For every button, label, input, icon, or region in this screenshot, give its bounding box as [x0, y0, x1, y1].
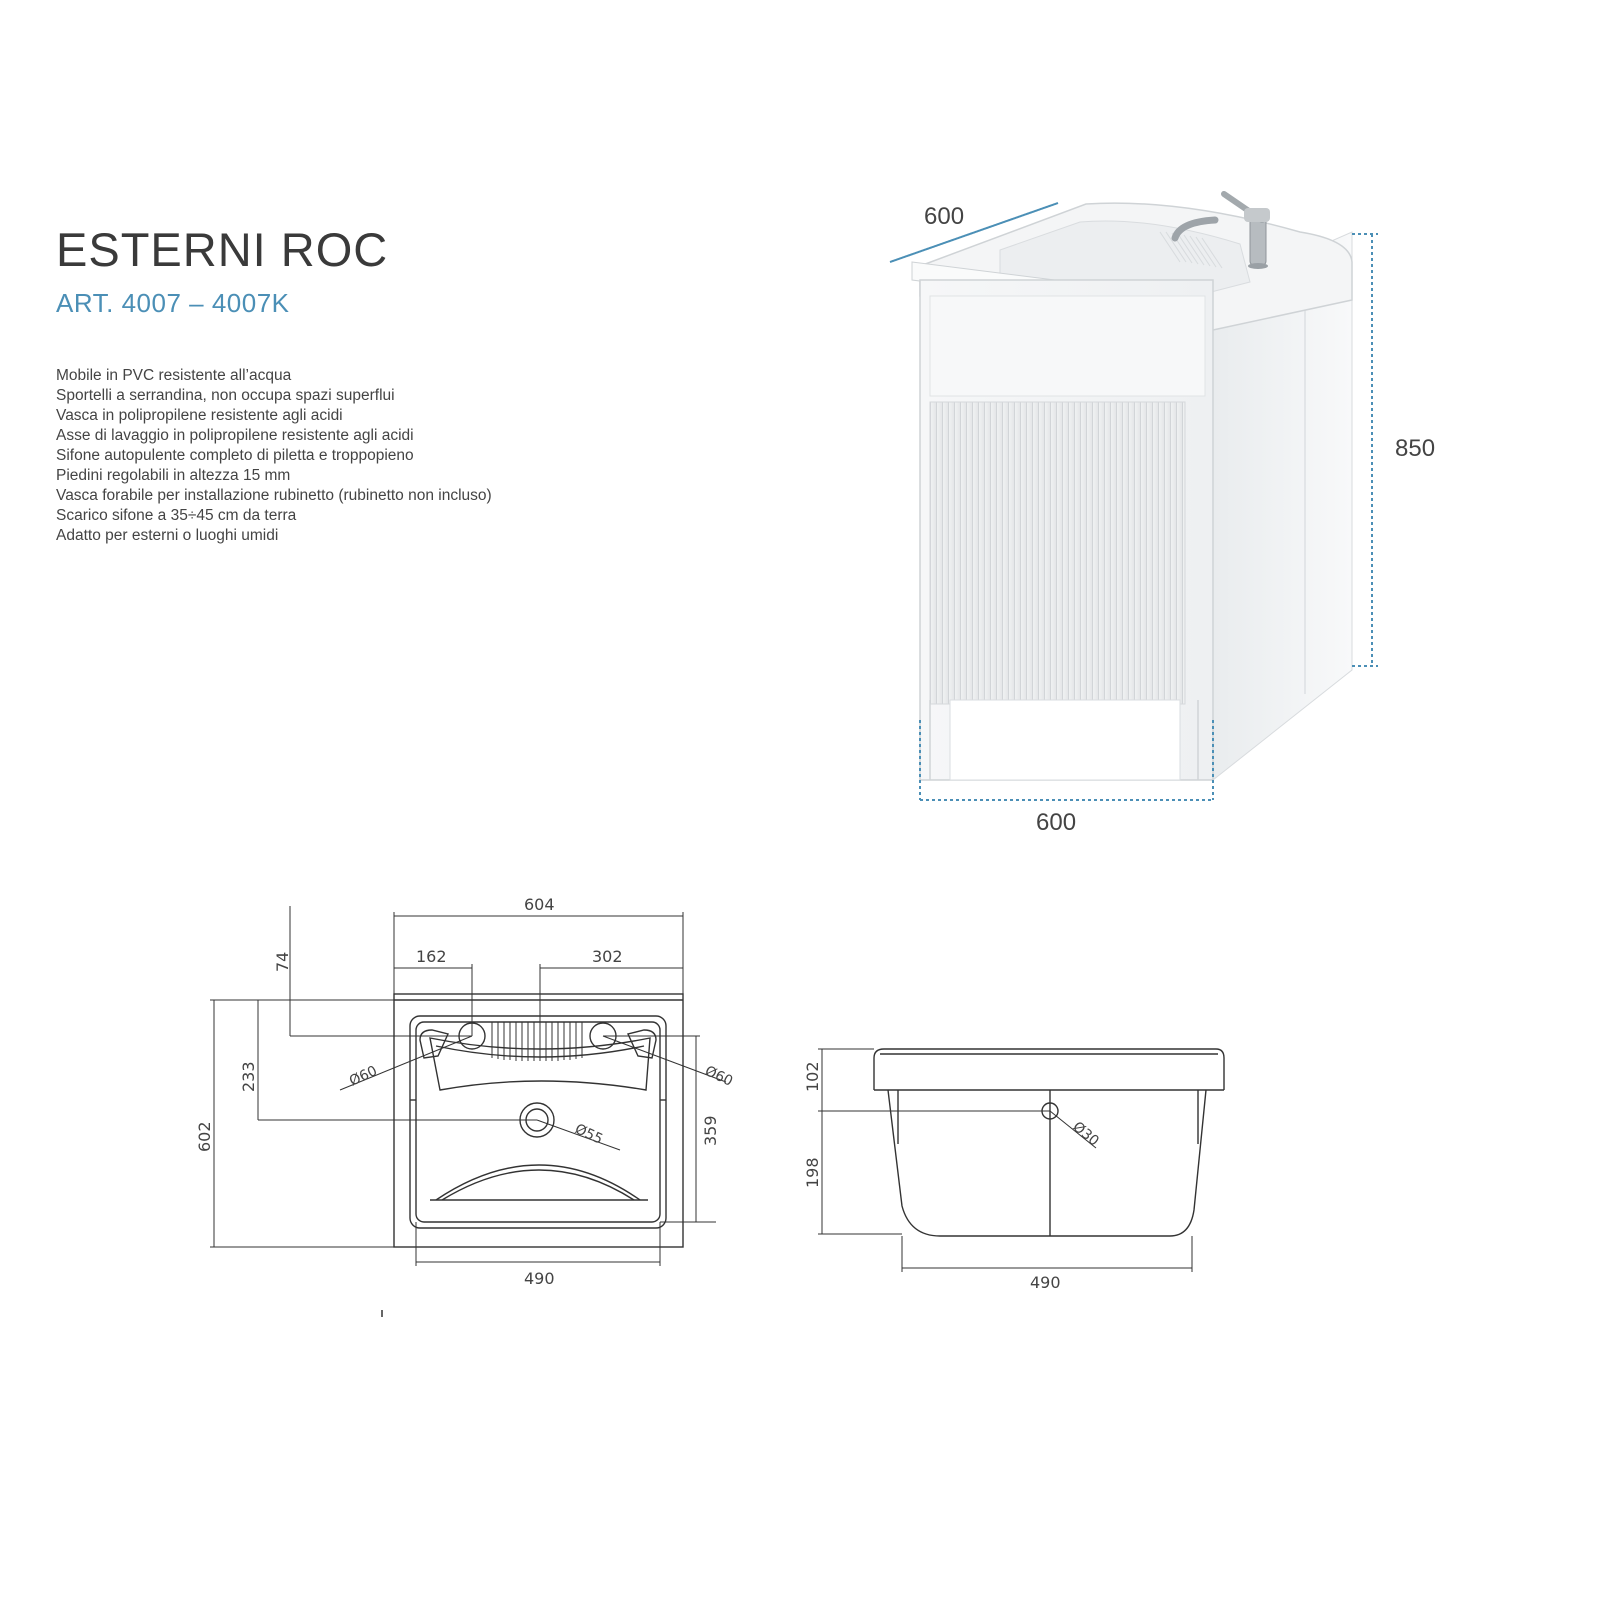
- feature-item: Piedini regolabili in altezza 15 mm: [56, 467, 291, 484]
- roller-shutter: [929, 401, 1186, 705]
- article-number: ART. 4007 – 4007K: [56, 288, 290, 318]
- feature-item: Sportelli a serrandina, non occupa spazi…: [56, 387, 395, 404]
- dim-side-width: 490: [1030, 1273, 1061, 1292]
- faucet: [1171, 191, 1270, 269]
- side-view-outline: [873, 1048, 1225, 1237]
- feature-item: Mobile in PVC resistente all’acqua: [56, 367, 292, 384]
- cabinet-height-label: 850: [1395, 435, 1435, 462]
- dim-bottom-height: 198: [803, 1157, 822, 1188]
- cabinet-front: [919, 279, 1214, 781]
- top-view-dimension-labels: 604 162 302 74 233 602 359 490 Ø60 Ø60 Ø…: [195, 895, 735, 1288]
- dim-basin-depth: 359: [701, 1115, 720, 1146]
- dim-top-height: 102: [803, 1061, 822, 1092]
- dim-basin-width: 490: [524, 1269, 555, 1288]
- product-title: ESTERNI ROC: [56, 223, 389, 276]
- cabinet-depth-label: 600: [924, 203, 964, 230]
- feature-item: Asse di lavaggio in polipropilene resist…: [56, 427, 414, 444]
- dim-drain-offset: 233: [239, 1061, 258, 1092]
- cabinet-dimension-lines: [889, 202, 1378, 801]
- feature-item: Scarico sifone a 35÷45 cm da terra: [56, 507, 297, 524]
- feature-item: Vasca forabile per installazione rubinet…: [56, 487, 492, 504]
- feature-item: Vasca in polipropilene resistente agli a…: [56, 407, 343, 424]
- top-view-dimension-lines: [210, 906, 727, 1266]
- dim-overall-depth: 602: [195, 1121, 214, 1152]
- cabinet-width-label: 600: [1036, 809, 1076, 836]
- side-view-dimension-lines: [818, 1048, 1193, 1272]
- feature-item: Sifone autopulente completo di piletta e…: [56, 447, 414, 464]
- side-view-dimension-labels: 102 198 490 Ø30: [803, 1061, 1102, 1292]
- dim-overall-width: 604: [524, 895, 555, 914]
- dim-right-hole-offset: 302: [592, 947, 623, 966]
- feature-item: Adatto per esterni o luoghi umidi: [56, 527, 279, 544]
- dim-left-hole-offset: 162: [416, 947, 447, 966]
- dim-rim-depth: 74: [273, 952, 292, 972]
- feature-list: Mobile in PVC resistente all’acqua Sport…: [56, 366, 492, 546]
- dim-overflow-diameter: Ø30: [1069, 1119, 1101, 1150]
